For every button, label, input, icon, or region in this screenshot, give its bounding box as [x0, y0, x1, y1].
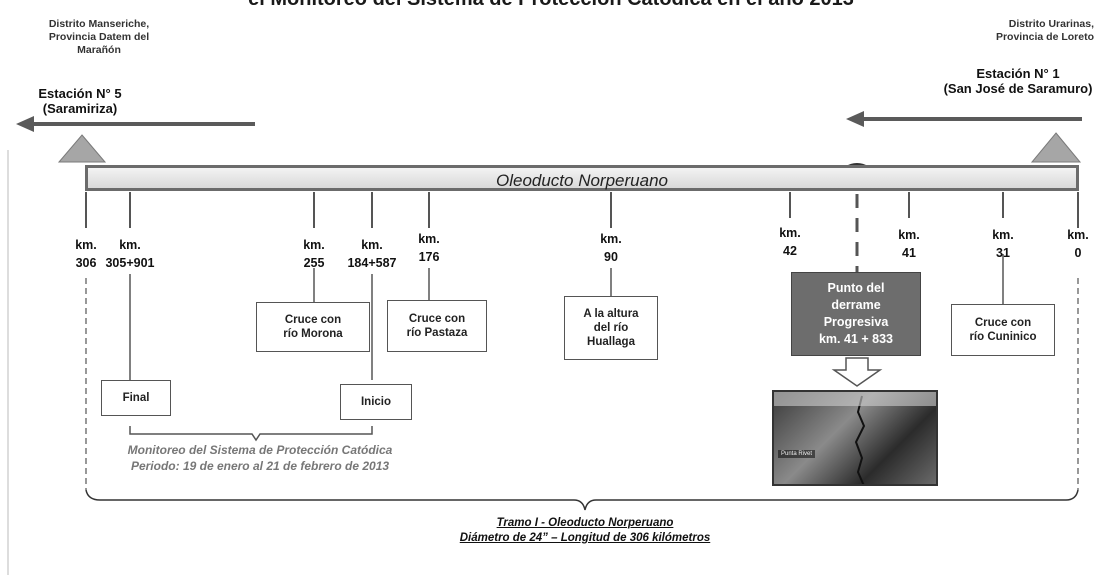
box-line: río Pastaza [406, 327, 468, 339]
km-marker-90: km. 90 [586, 230, 636, 266]
spill-line: derrame [831, 298, 881, 312]
crack-icon [774, 392, 936, 484]
monitoring-line1: Monitoreo del Sistema de Protección Cató… [127, 443, 393, 457]
km-prefix: km. [75, 238, 97, 252]
km-prefix: km. [1067, 228, 1089, 242]
left-district-line1: Distrito Manseriche, [48, 18, 150, 30]
km-prefix: km. [898, 228, 920, 242]
km-prefix: km. [992, 228, 1014, 242]
box-line: río Cuninico [969, 331, 1037, 343]
box-inicio: Inicio [340, 384, 412, 420]
right-arrow [846, 111, 1082, 127]
km-marker-42: km. 42 [765, 224, 815, 260]
spill-line: km. 41 + 833 [818, 332, 894, 346]
pipeline-label: Oleoducto Norperuano [495, 171, 668, 190]
km-prefix: km. [600, 232, 622, 246]
km-marker-31: km. 31 [978, 226, 1028, 262]
left-arrow [16, 116, 255, 132]
box-final: Final [101, 380, 171, 416]
km-marker-0: km. 0 [1058, 226, 1098, 262]
box-line: río Morona [283, 328, 343, 340]
km-marker-255: km. 255 [289, 236, 339, 272]
box-line: Cruce con [974, 317, 1032, 329]
km-marker-176: km. 176 [404, 230, 454, 266]
box-line: Cruce con [408, 313, 466, 325]
km-value: 0 [1074, 246, 1082, 260]
box-rio-huallaga: A la altura del río Huallaga [564, 296, 658, 360]
km-value: 305+901 [105, 256, 155, 270]
box-line: Cruce con [284, 314, 342, 326]
right-station-label: Estación N° 1 (San José de Saramuro) [938, 66, 1098, 96]
right-station-triangle [1030, 132, 1082, 163]
km-marker-306: km. 306 [61, 236, 111, 272]
down-arrow-icon [831, 357, 883, 387]
km-marker-305-901: km. 305+901 [100, 236, 160, 272]
spill-point-box: Punto del derrame Progresiva km. 41 + 83… [791, 272, 921, 356]
km-value: 31 [996, 246, 1010, 260]
right-district-line2: Provincia de Loreto [995, 31, 1094, 43]
pipeline-bar [85, 165, 1079, 191]
km-value: 41 [902, 246, 916, 260]
right-district-line1: Distrito Urarinas, [1008, 18, 1094, 30]
tramo-bracket [85, 489, 1079, 511]
left-station-name: Estación N° 5 [38, 86, 122, 101]
left-station-triangle [57, 134, 107, 163]
km-value: 90 [604, 250, 618, 264]
box-connectors [129, 254, 1004, 380]
spill-line: Progresiva [823, 315, 889, 329]
km-value: 306 [75, 256, 97, 270]
tramo-caption: Tramo I - Oleoducto Norperuano Diámetro … [385, 516, 785, 546]
left-station-place: (Saramiriza) [42, 101, 118, 116]
km-prefix: km. [779, 226, 801, 240]
km-prefix: km. [303, 238, 325, 252]
pipe-crack-photo: Punta Rivet [772, 390, 938, 486]
km-value: 184+587 [347, 256, 397, 270]
photo-caption: Punta Rivet [778, 450, 816, 458]
tramo-line2: Diámetro de 24” – Longitud de 306 kilóme… [459, 532, 711, 544]
right-station-place: (San José de Saramuro) [943, 81, 1093, 96]
km-prefix: km. [361, 238, 383, 252]
monitoring-line2: Periodo: 19 de enero al 21 de febrero de… [130, 459, 390, 473]
box-line: A la altura [583, 308, 639, 320]
km-ticks [85, 192, 1079, 228]
box-rio-cuninico: Cruce con río Cuninico [951, 304, 1055, 356]
monitoring-brace [129, 426, 373, 442]
left-district-line2: Provincia Datem del [48, 31, 150, 43]
spill-line: Punto del [827, 281, 885, 295]
box-line: del río [593, 322, 629, 334]
left-district-line3: Marañón [77, 44, 121, 56]
km-marker-41: km. 41 [884, 226, 934, 262]
right-station-name: Estación N° 1 [976, 66, 1060, 81]
km-prefix: km. [418, 232, 440, 246]
km-value: 176 [418, 250, 440, 264]
left-station-label: Estación N° 5 (Saramiriza) [25, 86, 135, 116]
box-rio-morona: Cruce con río Morona [256, 302, 370, 352]
box-rio-pastaza: Cruce con río Pastaza [387, 300, 487, 352]
km-marker-184-587: km. 184+587 [342, 236, 402, 272]
km-value: 255 [303, 256, 325, 270]
km-value: 42 [783, 244, 797, 258]
right-district-label: Distrito Urarinas, Provincia de Loreto [946, 18, 1094, 44]
page-title: el Monitoreo del Sistema de Protección C… [0, 0, 1102, 11]
left-district-label: Distrito Manseriche, Provincia Datem del… [14, 18, 184, 57]
monitoring-caption: Monitoreo del Sistema de Protección Cató… [70, 442, 450, 474]
box-line: Huallaga [587, 336, 635, 348]
tramo-line1: Tramo I - Oleoducto Norperuano [496, 517, 674, 529]
km-prefix: km. [119, 238, 141, 252]
